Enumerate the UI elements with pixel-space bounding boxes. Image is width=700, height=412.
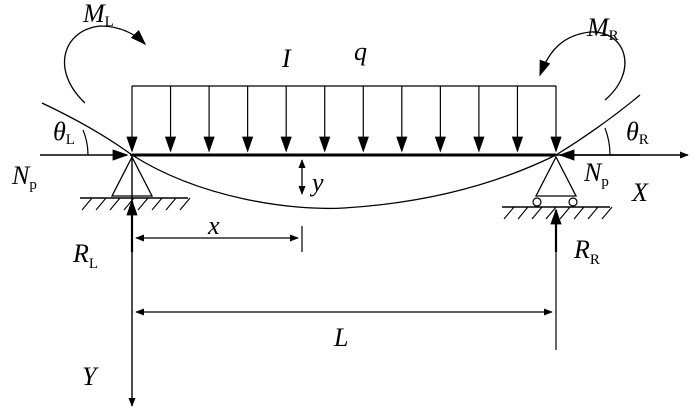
load-arrows (126, 86, 562, 153)
hatch-line (151, 197, 163, 211)
ground-hatch-left (81, 197, 191, 211)
hatch-line (109, 197, 121, 211)
pin-support-left (80, 155, 191, 211)
hatch-line (179, 197, 191, 211)
moment-right-arc (539, 31, 626, 101)
theta-right-arc (604, 127, 611, 156)
moment-right-label: MR (586, 13, 619, 44)
position-label: x (207, 211, 220, 240)
hatch-line (531, 206, 543, 220)
hatch-line (587, 206, 599, 220)
hatch-line (95, 197, 107, 211)
deflection-curve (41, 94, 641, 210)
hatch-line (573, 206, 585, 220)
hatch-line (81, 197, 93, 211)
hatch-line (165, 197, 177, 211)
moment-left-label: ML (82, 0, 114, 30)
theta-left-arc (82, 129, 89, 156)
hatch-line (601, 206, 613, 220)
reaction-right-label: RR (573, 235, 600, 268)
hatch-line (559, 206, 571, 220)
load-label: q (354, 37, 367, 66)
hatch-line (137, 197, 149, 211)
axial-force-left-label: Np (11, 161, 37, 193)
deflection-label: y (309, 168, 324, 197)
theta-left-label: θL (53, 117, 75, 148)
hatch-line (503, 206, 515, 220)
hatch-line (545, 206, 557, 220)
x-axis-label: X (631, 178, 649, 207)
y-axis-label: Y (82, 362, 99, 391)
moment-left-arc (63, 25, 147, 104)
inertia-label: I (281, 44, 292, 73)
ground-hatch-right (503, 206, 613, 220)
roller-support-right (502, 155, 613, 220)
axial-force-right-label: Np (583, 158, 609, 190)
distributed-load (126, 85, 562, 153)
reaction-left-label: RL (72, 239, 98, 272)
theta-right-label: θR (626, 117, 649, 148)
span-label: L (333, 323, 348, 352)
hatch-line (517, 206, 529, 220)
